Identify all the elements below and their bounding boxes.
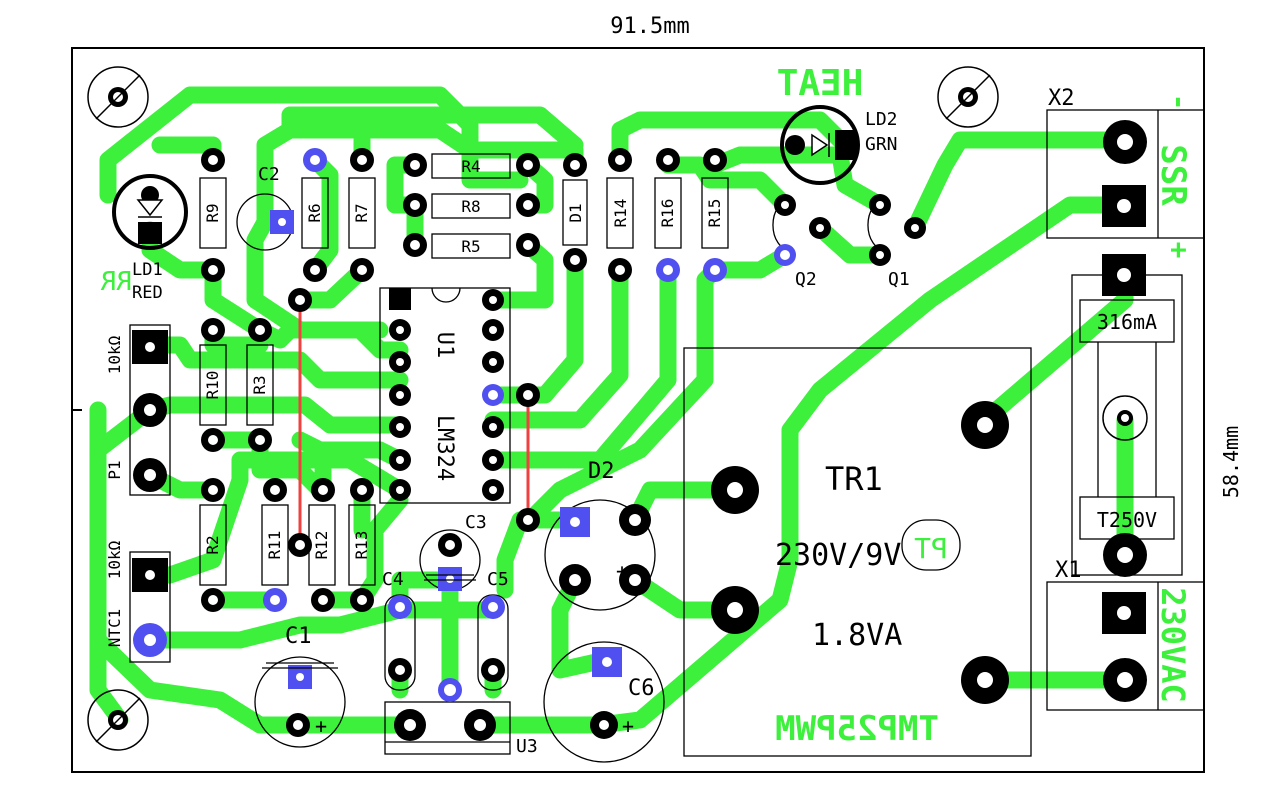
r14-label: R14	[611, 199, 630, 228]
c1-label: C1	[285, 624, 312, 649]
r11-label: R11	[265, 531, 284, 560]
p1-value-label: 10kΩ	[105, 335, 124, 374]
square-pad-holes	[145, 199, 1131, 620]
r6-label: R6	[305, 203, 324, 222]
r3-label: R3	[250, 375, 269, 394]
q1-label: Q1	[888, 269, 910, 290]
d2-label: D2	[588, 459, 615, 484]
x1-label: X1	[1055, 558, 1082, 583]
r12-label: R12	[312, 531, 331, 560]
ntc1-value-label: 10kΩ	[105, 540, 124, 579]
r4-label: R4	[461, 157, 480, 176]
width-dimension-label: 91.5mm	[610, 14, 689, 39]
lm324-label: LM324	[432, 415, 457, 481]
q2-label: Q2	[795, 269, 817, 290]
c2-label: C2	[258, 164, 280, 185]
fuse-rating-bottom-label: T250V	[1097, 508, 1157, 532]
component-labels: HEAT LD2 GRN X2 - SSR + LD1 RED RR R9 R6…	[100, 63, 1196, 757]
jumper-wires	[298, 300, 530, 545]
capacitor-polarity-marks	[262, 574, 476, 669]
rr-label: RR	[100, 267, 132, 297]
ld2-label: LD2	[865, 109, 898, 130]
logo-label: PT	[914, 532, 948, 565]
r15-label: R15	[705, 199, 724, 228]
red-label: RED	[132, 283, 163, 303]
ld1-label: LD1	[132, 260, 163, 280]
grn-label: GRN	[865, 134, 898, 155]
r13-label: R13	[352, 531, 371, 560]
fuse-rating-top-label: 316mA	[1097, 310, 1157, 334]
heat-label: HEAT	[777, 63, 864, 104]
pad-drill-holes	[144, 134, 1133, 731]
c1-plus-label: +	[315, 714, 327, 738]
minus-label: -	[1163, 94, 1196, 111]
c6-plus-label: +	[622, 714, 634, 738]
r7-label: R7	[352, 203, 371, 222]
via-holes	[144, 155, 919, 730]
plus-label: +	[1163, 242, 1196, 259]
d1-label: D1	[566, 203, 585, 222]
r8-label: R8	[461, 197, 480, 216]
height-dimension-label: 58.4mm	[1219, 426, 1243, 498]
u3-label: U3	[516, 736, 538, 757]
ssr-label: SSR	[1153, 144, 1193, 206]
u1-label: U1	[432, 332, 457, 359]
tr1-part-label: TMP25PWM	[775, 709, 939, 749]
mounting-holes	[87, 66, 1148, 751]
c3-label: C3	[465, 512, 487, 533]
r9-label: R9	[203, 203, 222, 222]
r2-label: R2	[203, 535, 222, 554]
tr1-rating-label: 230V/9V	[775, 538, 901, 573]
x2-label: X2	[1048, 86, 1075, 111]
c4-label: C4	[382, 569, 404, 590]
mains-label: 230VAC	[1154, 587, 1192, 703]
r16-label: R16	[658, 199, 677, 228]
r10-label: R10	[203, 371, 222, 400]
ntc1-label: NTC1	[105, 609, 124, 648]
r5-label: R5	[461, 237, 480, 256]
led-symbols	[136, 133, 830, 218]
d2-plus-label: +	[616, 559, 628, 583]
tr1-label: TR1	[825, 460, 883, 498]
p1-label: P1	[105, 460, 124, 479]
c5-label: C5	[487, 569, 509, 590]
c6-label: C6	[628, 676, 655, 701]
tr1-power-label: 1.8VA	[812, 618, 902, 653]
